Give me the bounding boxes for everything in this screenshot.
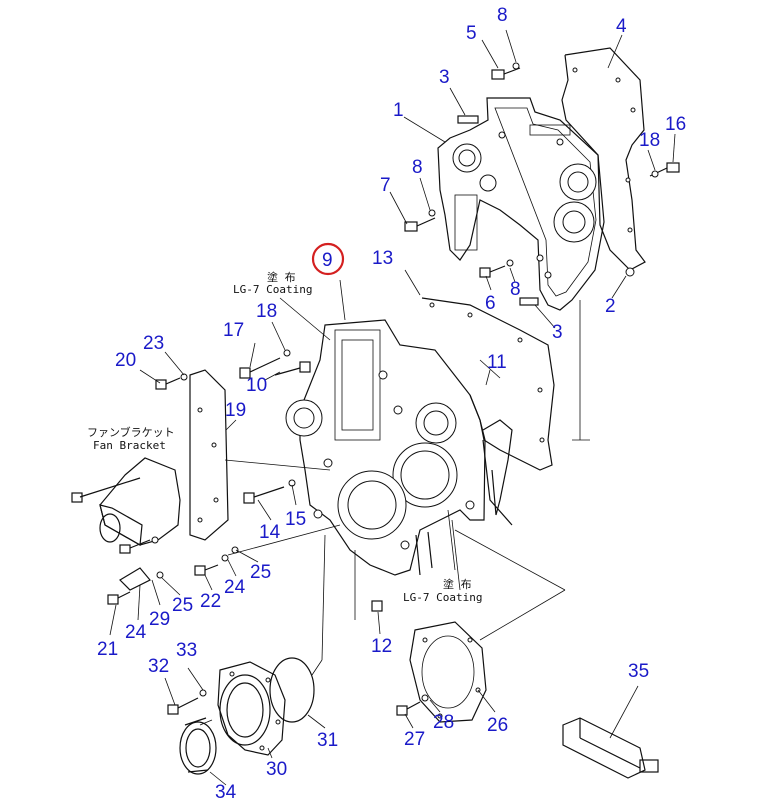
highlight-circle-part-9 — [311, 242, 345, 276]
fan-bracket-body — [71, 457, 181, 554]
bolt-part-14 — [243, 479, 296, 504]
gasket-part-4 — [561, 47, 646, 271]
cover-plate-part-26 — [409, 621, 487, 723]
fan-bracket-note-jp: ファンブラケット — [87, 425, 175, 439]
part-labels: 8 5 4 3 1 18 16 8 7 9 13 6 8 2 3 17 18 2… — [97, 5, 686, 798]
leader-lines-upper — [389, 29, 676, 329]
part-label-12: 12 — [371, 636, 392, 657]
part-label-22: 22 — [200, 591, 221, 612]
part-label-4: 4 — [616, 16, 627, 37]
bolt-part-27 — [396, 694, 429, 716]
part-label-27: 27 — [404, 729, 425, 750]
part-label-18-left: 18 — [256, 301, 277, 322]
part-label-24-left: 24 — [125, 622, 147, 643]
part-label-23: 23 — [143, 333, 164, 354]
part-label-18-right: 18 — [639, 130, 660, 151]
bolt-part-22 — [194, 554, 229, 576]
oil-seal-part-34 — [179, 717, 217, 775]
part-label-13: 13 — [372, 248, 393, 269]
plug-part-12 — [371, 600, 383, 612]
part-label-30: 30 — [266, 759, 287, 780]
plate-part-29 — [119, 567, 164, 591]
bolt-part-5 — [491, 62, 521, 80]
front-cover-part-9 — [285, 319, 486, 576]
part-label-1: 1 — [393, 100, 404, 121]
part-label-28: 28 — [433, 712, 454, 733]
seal-housing-part-30 — [217, 661, 286, 756]
part-label-19: 19 — [225, 400, 246, 421]
part-label-16: 16 — [665, 114, 686, 135]
part-label-20: 20 — [115, 350, 136, 371]
part-label-17: 17 — [223, 320, 244, 341]
leader-lines-lower — [164, 300, 639, 786]
part-label-29: 29 — [149, 609, 170, 630]
part-label-8-low: 8 — [510, 279, 521, 300]
part-label-24-right: 24 — [224, 577, 246, 598]
bolt-part-10 — [274, 361, 311, 376]
coating-note-en-upper: LG-7 Coating — [233, 283, 312, 296]
fan-bracket-note-en: Fan Bracket — [93, 439, 166, 452]
o-ring-part-31 — [269, 657, 315, 723]
part-label-34: 34 — [215, 782, 237, 798]
part-label-15: 15 — [285, 509, 306, 530]
bolt-part-6 — [479, 259, 514, 278]
gasket-part-13 — [421, 297, 555, 471]
part-label-8-top: 8 — [497, 5, 508, 26]
part-label-10: 10 — [246, 375, 267, 396]
part-label-35: 35 — [628, 661, 649, 682]
dowel-part-3-lower — [519, 297, 539, 306]
part-label-25-left: 25 — [172, 595, 193, 616]
tool-part-35 — [562, 717, 659, 779]
dowel-part-2 — [625, 267, 635, 277]
bolt-part-7 — [404, 209, 436, 232]
coating-note-jp-upper: 塗 布 — [267, 270, 296, 284]
bolt-part-20 — [155, 373, 188, 390]
part-label-14: 14 — [259, 522, 281, 543]
upper-cover-part-1 — [437, 97, 605, 311]
part-label-26: 26 — [487, 715, 508, 736]
part-label-3-top: 3 — [439, 67, 450, 88]
part-label-6: 6 — [485, 293, 496, 314]
part-label-32: 32 — [148, 656, 169, 677]
part-label-7: 7 — [380, 175, 391, 196]
part-label-11: 11 — [487, 352, 507, 373]
fan-bracket-plate-part-19 — [189, 369, 229, 541]
part-label-8-mid: 8 — [412, 157, 423, 178]
part-label-9: 9 — [322, 250, 333, 271]
part-label-2: 2 — [605, 296, 616, 317]
seal-part-11 — [482, 419, 513, 526]
part-label-33: 33 — [176, 640, 197, 661]
coating-note-jp-lower: 塗 布 — [443, 577, 472, 591]
part-label-5: 5 — [466, 23, 477, 44]
part-label-3-low: 3 — [552, 322, 563, 343]
part-label-31: 31 — [317, 730, 338, 751]
bolt-part-32 — [167, 689, 207, 715]
part-label-25-right: 25 — [250, 562, 271, 583]
dowel-part-3-upper — [457, 115, 479, 124]
part-label-21: 21 — [97, 639, 118, 660]
bolt-part-17 — [239, 349, 291, 379]
bolt-part-16 — [649, 162, 680, 178]
coating-note-en-lower: LG-7 Coating — [403, 591, 482, 604]
leader-lines-left — [109, 269, 491, 636]
